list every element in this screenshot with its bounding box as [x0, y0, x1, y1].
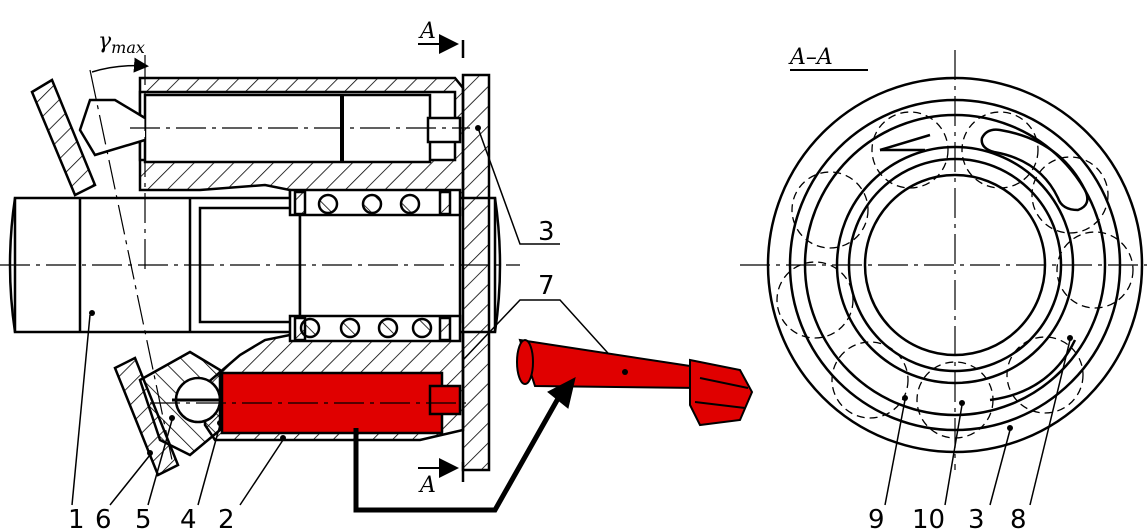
valve-plate: [461, 73, 491, 472]
section-mark-top: [418, 34, 465, 58]
routing-arrow: [353, 377, 576, 513]
angle-dimension: [91, 57, 149, 73]
spring-bottom: [293, 316, 452, 342]
exploded-piston: [516, 338, 754, 427]
callout-4: 4: [180, 505, 197, 530]
cross-section-a-a: [740, 50, 1147, 506]
angle-label: γmax: [98, 29, 145, 57]
labels: γmax A A A–A 1 6 5 4 2 3 7 9 10 3 8: [68, 19, 1027, 530]
callout-2: 2: [218, 505, 235, 530]
swash-plate-bottom: [113, 356, 180, 477]
section-letter-bottom: A: [418, 473, 436, 498]
callout-8: 8: [1010, 505, 1027, 530]
leader-lines: [71, 127, 626, 506]
swash-plate-top: [30, 78, 97, 197]
longitudinal-section: [0, 34, 626, 506]
callout-1: 1: [68, 505, 85, 530]
callout-5: 5: [135, 505, 152, 530]
section-letter-top: A: [418, 19, 436, 44]
callout-3: 3: [538, 217, 555, 247]
callout-10: 10: [912, 505, 945, 530]
kidney-port-upper: [980, 128, 1089, 212]
section-leader-lines: [884, 339, 1071, 506]
callout-9: 9: [868, 505, 885, 530]
spring-top: [293, 190, 452, 216]
callout-7: 7: [538, 271, 555, 301]
callout-dots: [89, 125, 1073, 456]
callout-3-section: 3: [968, 505, 985, 530]
section-mark-bottom: [418, 458, 465, 482]
section-title: A–A: [788, 45, 833, 70]
callout-6: 6: [95, 505, 112, 530]
kidney-port-lower: [989, 339, 1077, 402]
